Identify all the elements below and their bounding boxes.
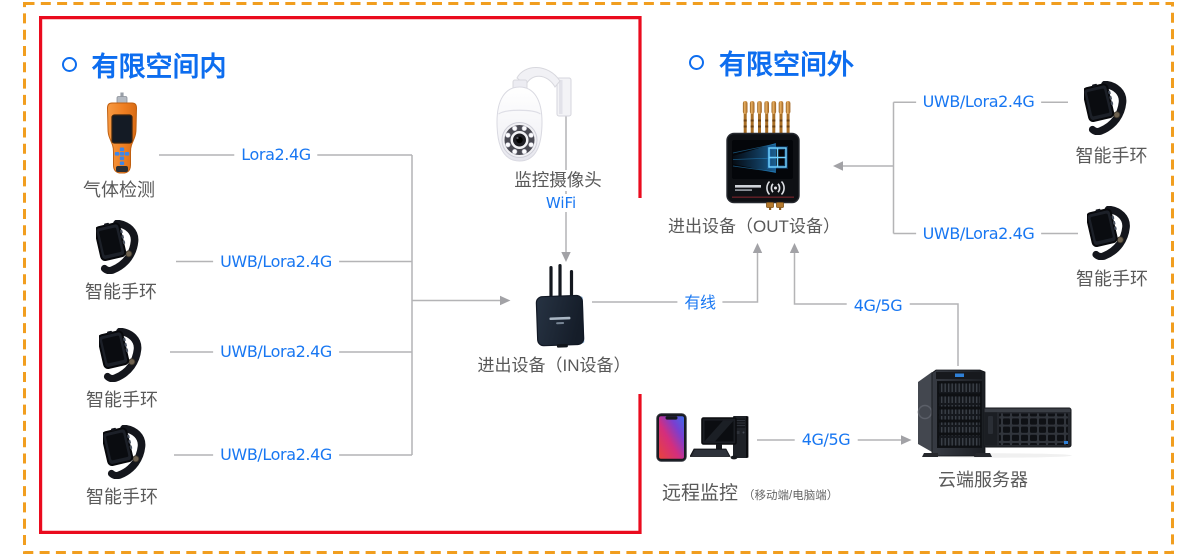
wristband-label: 智能手环 <box>86 487 158 507</box>
wristband-icon <box>103 425 147 479</box>
remote-monitor-label-sub: （移动端/电脑端） <box>743 489 839 502</box>
wristband-icon <box>99 328 143 382</box>
cloud-server-label: 云端服务器 <box>938 469 1028 490</box>
link-label-uwb: UWB/Lora2.4G <box>915 223 1042 244</box>
cctv-camera-icon <box>496 67 572 162</box>
wristband-label: 智能手环 <box>1076 269 1148 289</box>
wristband-icon <box>96 220 140 274</box>
zone-inside-title: 有限空间内 <box>61 46 227 82</box>
arrowheads <box>500 161 912 445</box>
smartphone-icon <box>656 413 687 462</box>
gas-detector-label: 气体检测 <box>83 180 155 200</box>
wristband-icon <box>1084 81 1128 135</box>
in-device-router-icon <box>535 264 585 348</box>
cloud-server-icon <box>917 369 1072 458</box>
zone-outside-title: 有限空间外 <box>689 45 854 81</box>
wristband-label: 智能手环 <box>86 390 158 410</box>
link-label-uwb: UWB/Lora2.4G <box>213 342 339 362</box>
zone-outside-title-text: 有限空间外 <box>719 50 854 80</box>
link-label-uwb: UWB/Lora2.4G <box>213 251 339 272</box>
wristband-icon <box>1087 206 1132 260</box>
link-label-wired: 有线 <box>677 293 723 313</box>
remote-monitor-label: 远程监控 （移动端/电脑端） <box>662 478 838 505</box>
outer-dashed-frame <box>23 2 1174 554</box>
wristband-label: 智能手环 <box>85 282 157 302</box>
confined-space-frame <box>39 16 642 534</box>
gas-detector-icon <box>106 92 138 174</box>
camera-label: 监控摄像头 <box>510 170 606 191</box>
out-device-label: 进出设备（OUT设备） <box>668 216 840 236</box>
link-label-uwb: UWB/Lora2.4G <box>213 445 339 465</box>
zone-outside-bullet-icon <box>689 55 704 70</box>
wristband-label: 智能手环 <box>1075 146 1148 166</box>
link-label-uwb: UWB/Lora2.4G <box>915 92 1042 113</box>
link-label-4g5g: 4G/5G <box>794 430 858 450</box>
in-device-label: 进出设备（IN设备） <box>477 355 631 375</box>
camera-wifi-label: WiFi <box>537 194 585 212</box>
zone-inside-bullet-icon <box>61 56 77 72</box>
desktop-computer-icon <box>690 416 749 460</box>
remote-monitor-label-main: 远程监控 <box>662 482 739 504</box>
out-device-icon <box>726 101 800 210</box>
link-label-4g5g: 4G/5G <box>846 295 910 316</box>
zone-inside-title-text: 有限空间内 <box>91 51 227 82</box>
link-label-lora: Lora2.4G <box>234 145 318 165</box>
